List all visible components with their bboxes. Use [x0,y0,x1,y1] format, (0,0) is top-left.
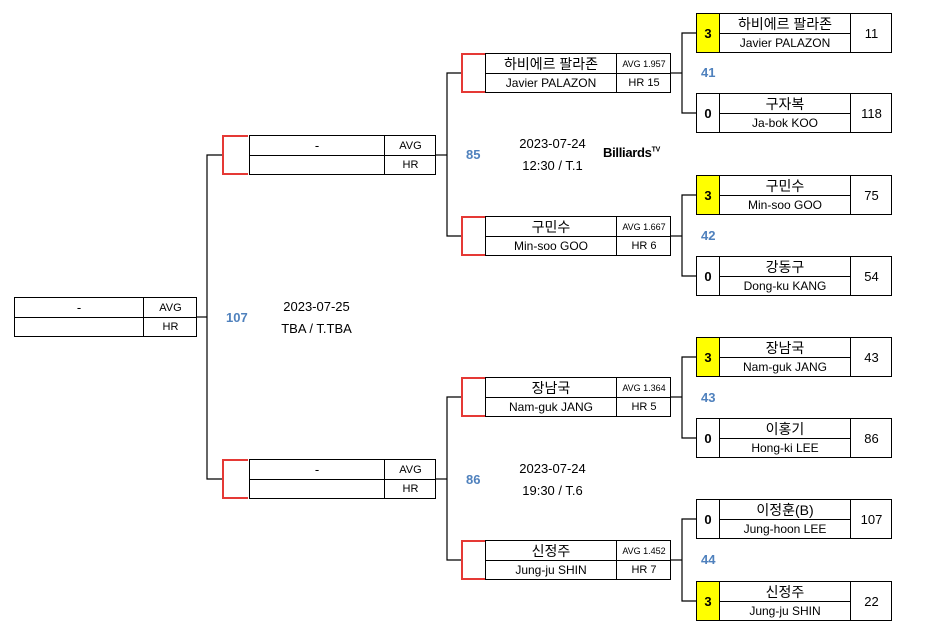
player-name-korean: 장남국 [486,378,616,398]
player-name-korean: 강동구 [720,257,850,277]
round1-entry: 3 구민수 Min-soo GOO 75 [696,175,892,215]
match-schedule: 2023-07-25 TBA / T.TBA [269,296,364,340]
set-score: 3 [697,176,720,214]
player-name-english: Javier PALAZON [505,76,597,90]
match-number: 107 [226,310,248,325]
player-name-blank [15,318,143,336]
player-rank: 54 [850,257,892,295]
player-name-english: Min-soo GOO [747,198,822,212]
player-name-english: Jung-hoon LEE [743,522,827,536]
semi-entry: - AVG HR [249,135,436,175]
player-average: AVG [384,460,436,480]
set-score: 0 [697,500,720,538]
quarter-entry: 구민수 Min-soo GOO AVG 1.667 HR 6 [485,216,671,256]
player-name-korean: 이정훈(B) [720,500,850,520]
player-name-english: Jung-ju SHIN [749,604,821,618]
round1-entry: 3 장남국 Nam-guk JANG 43 [696,337,892,377]
bracket-slot-marker [222,459,248,499]
player-name-english: Nam-guk JANG [742,360,828,374]
player-name: - [15,298,143,318]
player-high-run: HR 15 [616,74,671,92]
player-high-run: HR 6 [616,237,671,255]
player-rank: 86 [850,419,892,457]
match-number: 86 [466,472,481,487]
match-number: 85 [466,147,481,162]
player-name-korean: 이홍기 [720,419,850,439]
match-time-table: 12:30 / T.1 [522,158,583,173]
quarter-entry: 신정주 Jung-ju SHIN AVG 1.452 HR 7 [485,540,671,580]
set-score: 0 [697,419,720,457]
player-name-korean: 하비에르 팔라존 [720,14,850,34]
match-schedule: 2023-07-24 12:30 / T.1 [505,133,600,177]
player-name-korean: 신정주 [486,541,616,561]
bracket-slot-marker [461,216,487,256]
player-rank: 43 [850,338,892,376]
player-name-korean: 하비에르 팔라존 [486,54,616,74]
semi-entry: - AVG HR [249,459,436,499]
set-score: 3 [697,338,720,376]
player-name-english: Min-soo GOO [513,239,588,253]
quarter-entry: 하비에르 팔라존 Javier PALAZON AVG 1.957 HR 15 [485,53,671,93]
player-average: AVG [384,136,436,156]
round1-entry: 3 하비에르 팔라존 Javier PALAZON 11 [696,13,892,53]
player-name-korean: 신정주 [720,582,850,602]
match-number: 44 [701,552,716,567]
player-name-korean: 구자복 [720,94,850,114]
quarter-entry: 장남국 Nam-guk JANG AVG 1.364 HR 5 [485,377,671,417]
match-time-table: TBA / T.TBA [281,321,352,336]
player-name-english: Jung-ju SHIN [515,563,587,577]
match-number: 42 [701,228,716,243]
player-rank: 118 [850,94,892,132]
set-score: 3 [697,582,720,620]
player-name-english: Hong-ki LEE [751,441,819,455]
player-high-run: HR [384,156,436,174]
bracket-slot-marker [461,540,487,580]
player-name-blank [250,480,384,498]
player-name-english: Nam-guk JANG [508,400,594,414]
final-entry: - AVG HR [14,297,197,337]
match-date: 2023-07-24 [519,461,586,476]
player-rank: 107 [850,500,892,538]
player-high-run: HR 7 [616,561,671,579]
player-name-korean: 장남국 [720,338,850,358]
player-name-korean: 구민수 [720,176,850,196]
player-name-korean: 구민수 [486,217,616,237]
bracket-slot-marker [461,53,487,93]
player-high-run: HR 5 [616,398,671,416]
bracket-slot-marker [461,377,487,417]
player-rank: 11 [850,14,892,52]
player-high-run: HR [143,318,197,336]
bracket-slot-marker [222,135,248,175]
player-average: AVG 1.667 [616,217,671,237]
player-rank: 75 [850,176,892,214]
set-score: 3 [697,14,720,52]
set-score: 0 [697,94,720,132]
player-name: - [250,460,384,480]
match-date: 2023-07-24 [519,136,586,151]
player-average: AVG [143,298,197,318]
player-name-english: Ja-bok KOO [751,116,819,130]
player-average: AVG 1.364 [616,378,671,398]
player-name-blank [250,156,384,174]
round1-entry: 0 구자복 Ja-bok KOO 118 [696,93,892,133]
billiards-tv-logo: BilliardsTV [603,145,660,160]
player-average: AVG 1.452 [616,541,671,561]
player-high-run: HR [384,480,436,498]
player-name-english: Dong-ku KANG [743,279,827,293]
player-name: - [250,136,384,156]
player-rank: 22 [850,582,892,620]
player-name-english: Javier PALAZON [739,36,831,50]
match-number: 43 [701,390,716,405]
round1-entry: 0 이홍기 Hong-ki LEE 86 [696,418,892,458]
round1-entry: 3 신정주 Jung-ju SHIN 22 [696,581,892,621]
player-average: AVG 1.957 [616,54,671,74]
round1-entry: 0 이정훈(B) Jung-hoon LEE 107 [696,499,892,539]
match-date: 2023-07-25 [283,299,350,314]
round1-entry: 0 강동구 Dong-ku KANG 54 [696,256,892,296]
set-score: 0 [697,257,720,295]
match-number: 41 [701,65,716,80]
match-time-table: 19:30 / T.6 [522,483,583,498]
match-schedule: 2023-07-24 19:30 / T.6 [505,458,600,502]
